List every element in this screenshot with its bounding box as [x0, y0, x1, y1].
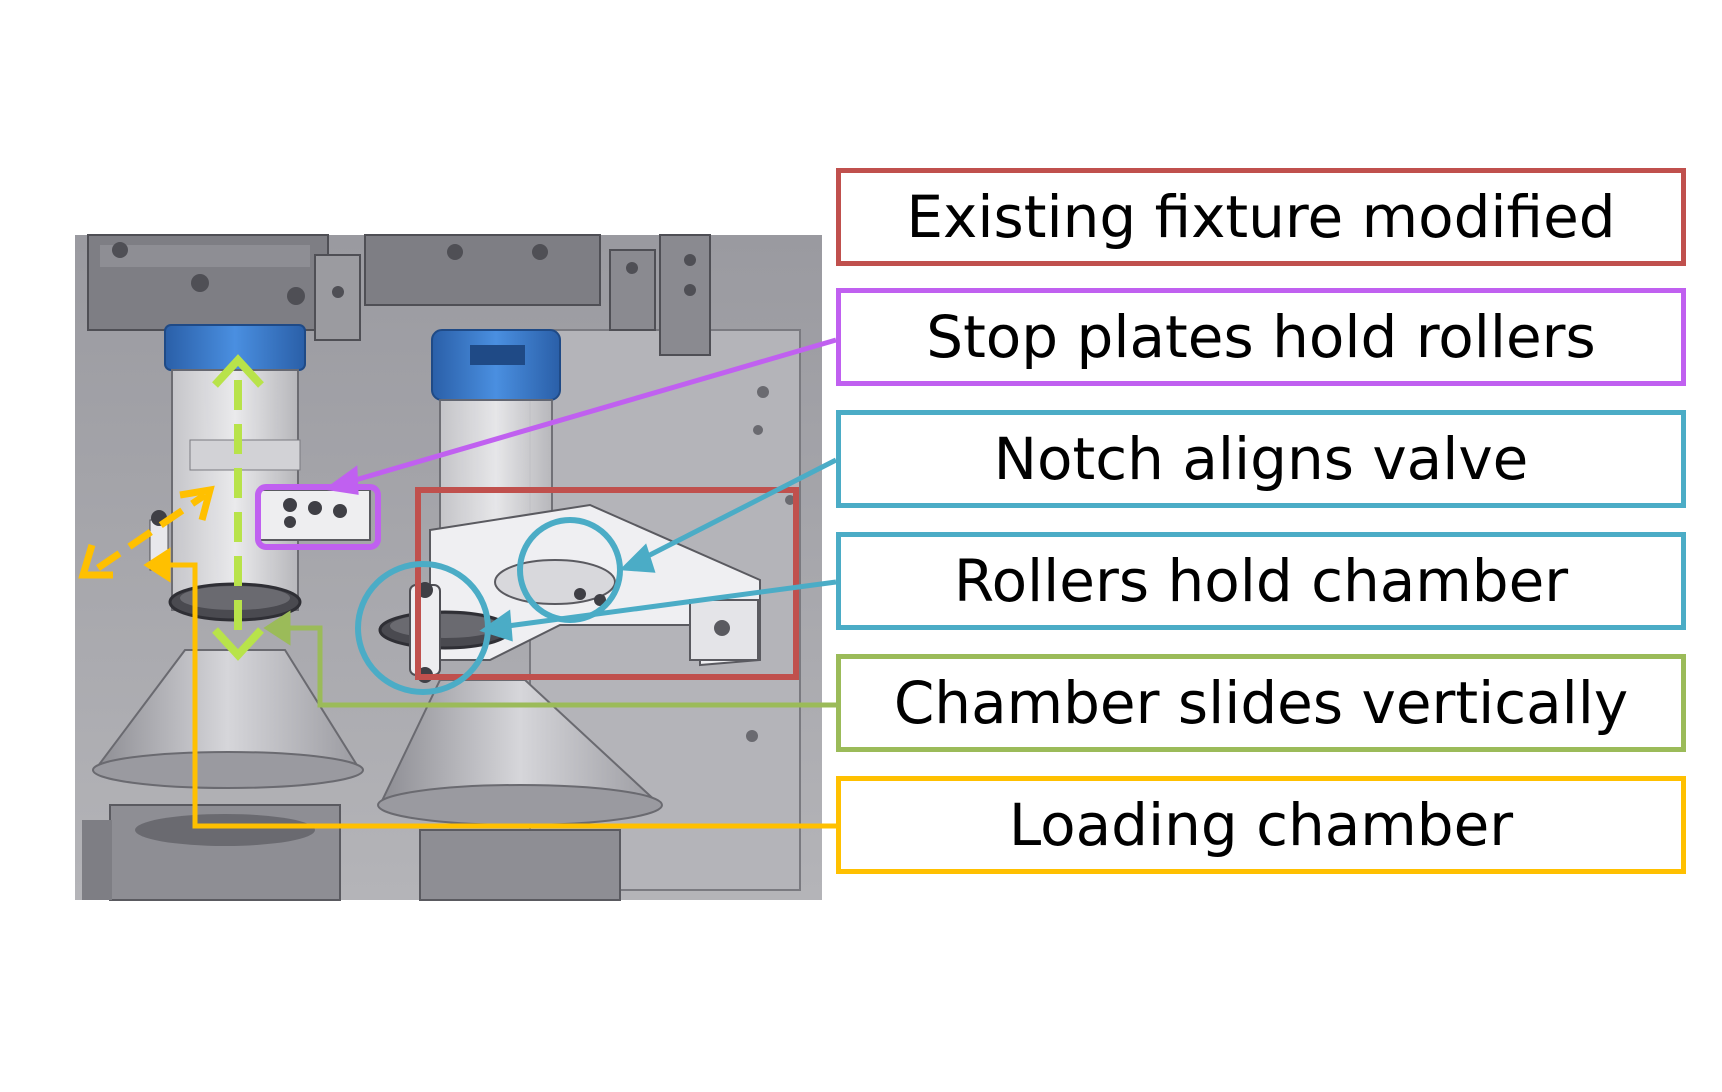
horizontal-motion-arrow — [78, 485, 215, 579]
label-stop-plates: Stop plates hold rollers — [836, 288, 1686, 386]
label-loading-chamber: Loading chamber — [836, 776, 1686, 874]
leader-rollers — [479, 579, 837, 642]
vertical-motion-arrow — [212, 354, 264, 661]
bracket-left — [314, 254, 361, 341]
label-existing-fixture: Existing fixture modified — [836, 168, 1686, 266]
left-base — [109, 804, 341, 901]
right-base — [419, 829, 621, 901]
label-chamber-slides: Chamber slides vertically — [836, 654, 1686, 752]
roller — [409, 584, 441, 676]
leader-notch — [619, 457, 838, 573]
leader-stop-plate — [323, 337, 837, 495]
top-block-right — [364, 234, 601, 306]
label-notch: Notch aligns valve — [836, 410, 1686, 508]
leader-slides — [263, 610, 836, 708]
stop-plate-highlight — [255, 484, 381, 550]
side-rail — [659, 234, 711, 356]
leader-loading — [143, 547, 836, 829]
fixture-highlight — [415, 487, 799, 680]
label-rollers: Rollers hold chamber — [836, 532, 1686, 630]
